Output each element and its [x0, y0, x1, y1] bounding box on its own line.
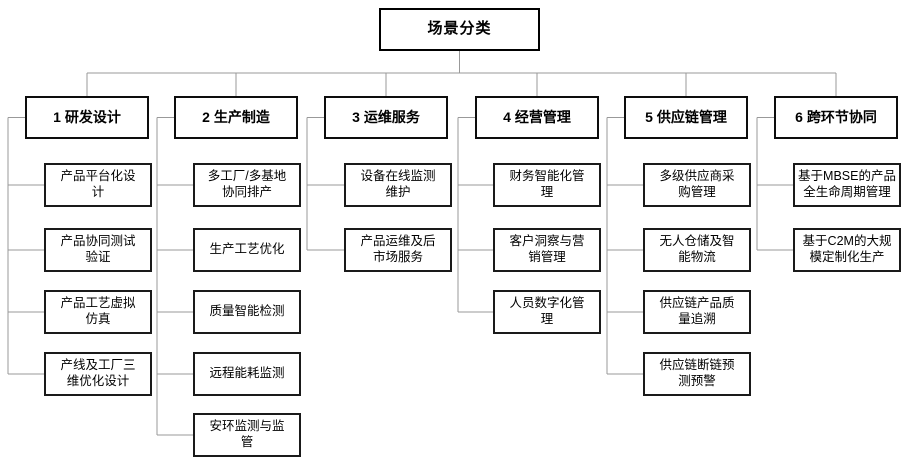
- scenario-node-2-4: 远程能耗监测: [193, 352, 301, 396]
- scenario-node-4-2: 客户洞察与营 销管理: [493, 228, 601, 272]
- category-node-3: 3 运维服务: [324, 96, 448, 139]
- scenario-node-4-1: 财务智能化管 理: [493, 163, 601, 207]
- scenario-node-3-2: 产品运维及后 市场服务: [344, 228, 452, 272]
- scenario-node-1-3: 产品工艺虚拟 仿真: [44, 290, 152, 334]
- scenario-node-3-1: 设备在线监测 维护: [344, 163, 452, 207]
- scenario-node-5-4: 供应链断链预 测预警: [643, 352, 751, 396]
- scenario-node-5-2: 无人仓储及智 能物流: [643, 228, 751, 272]
- scenario-node-1-2: 产品协同测试 验证: [44, 228, 152, 272]
- scenario-node-1-1: 产品平台化设 计: [44, 163, 152, 207]
- category-node-6: 6 跨环节协同: [774, 96, 898, 139]
- scenario-node-2-1: 多工厂/多基地 协同排产: [193, 163, 301, 207]
- category-node-4: 4 经营管理: [475, 96, 599, 139]
- scenario-node-2-5: 安环监测与监 管: [193, 413, 301, 457]
- scenario-node-4-3: 人员数字化管 理: [493, 290, 601, 334]
- category-node-1: 1 研发设计: [25, 96, 149, 139]
- scenario-node-2-2: 生产工艺优化: [193, 228, 301, 272]
- scenario-node-5-1: 多级供应商采 购管理: [643, 163, 751, 207]
- scenario-node-2-3: 质量智能检测: [193, 290, 301, 334]
- scenario-node-5-3: 供应链产品质 量追溯: [643, 290, 751, 334]
- scenario-node-6-2: 基于C2M的大规 模定制化生产: [793, 228, 901, 272]
- root-node: 场景分类: [379, 8, 540, 51]
- category-node-5: 5 供应链管理: [624, 96, 748, 139]
- scenario-node-1-4: 产线及工厂三 维优化设计: [44, 352, 152, 396]
- scenario-node-6-1: 基于MBSE的产品 全生命周期管理: [793, 163, 901, 207]
- category-node-2: 2 生产制造: [174, 96, 298, 139]
